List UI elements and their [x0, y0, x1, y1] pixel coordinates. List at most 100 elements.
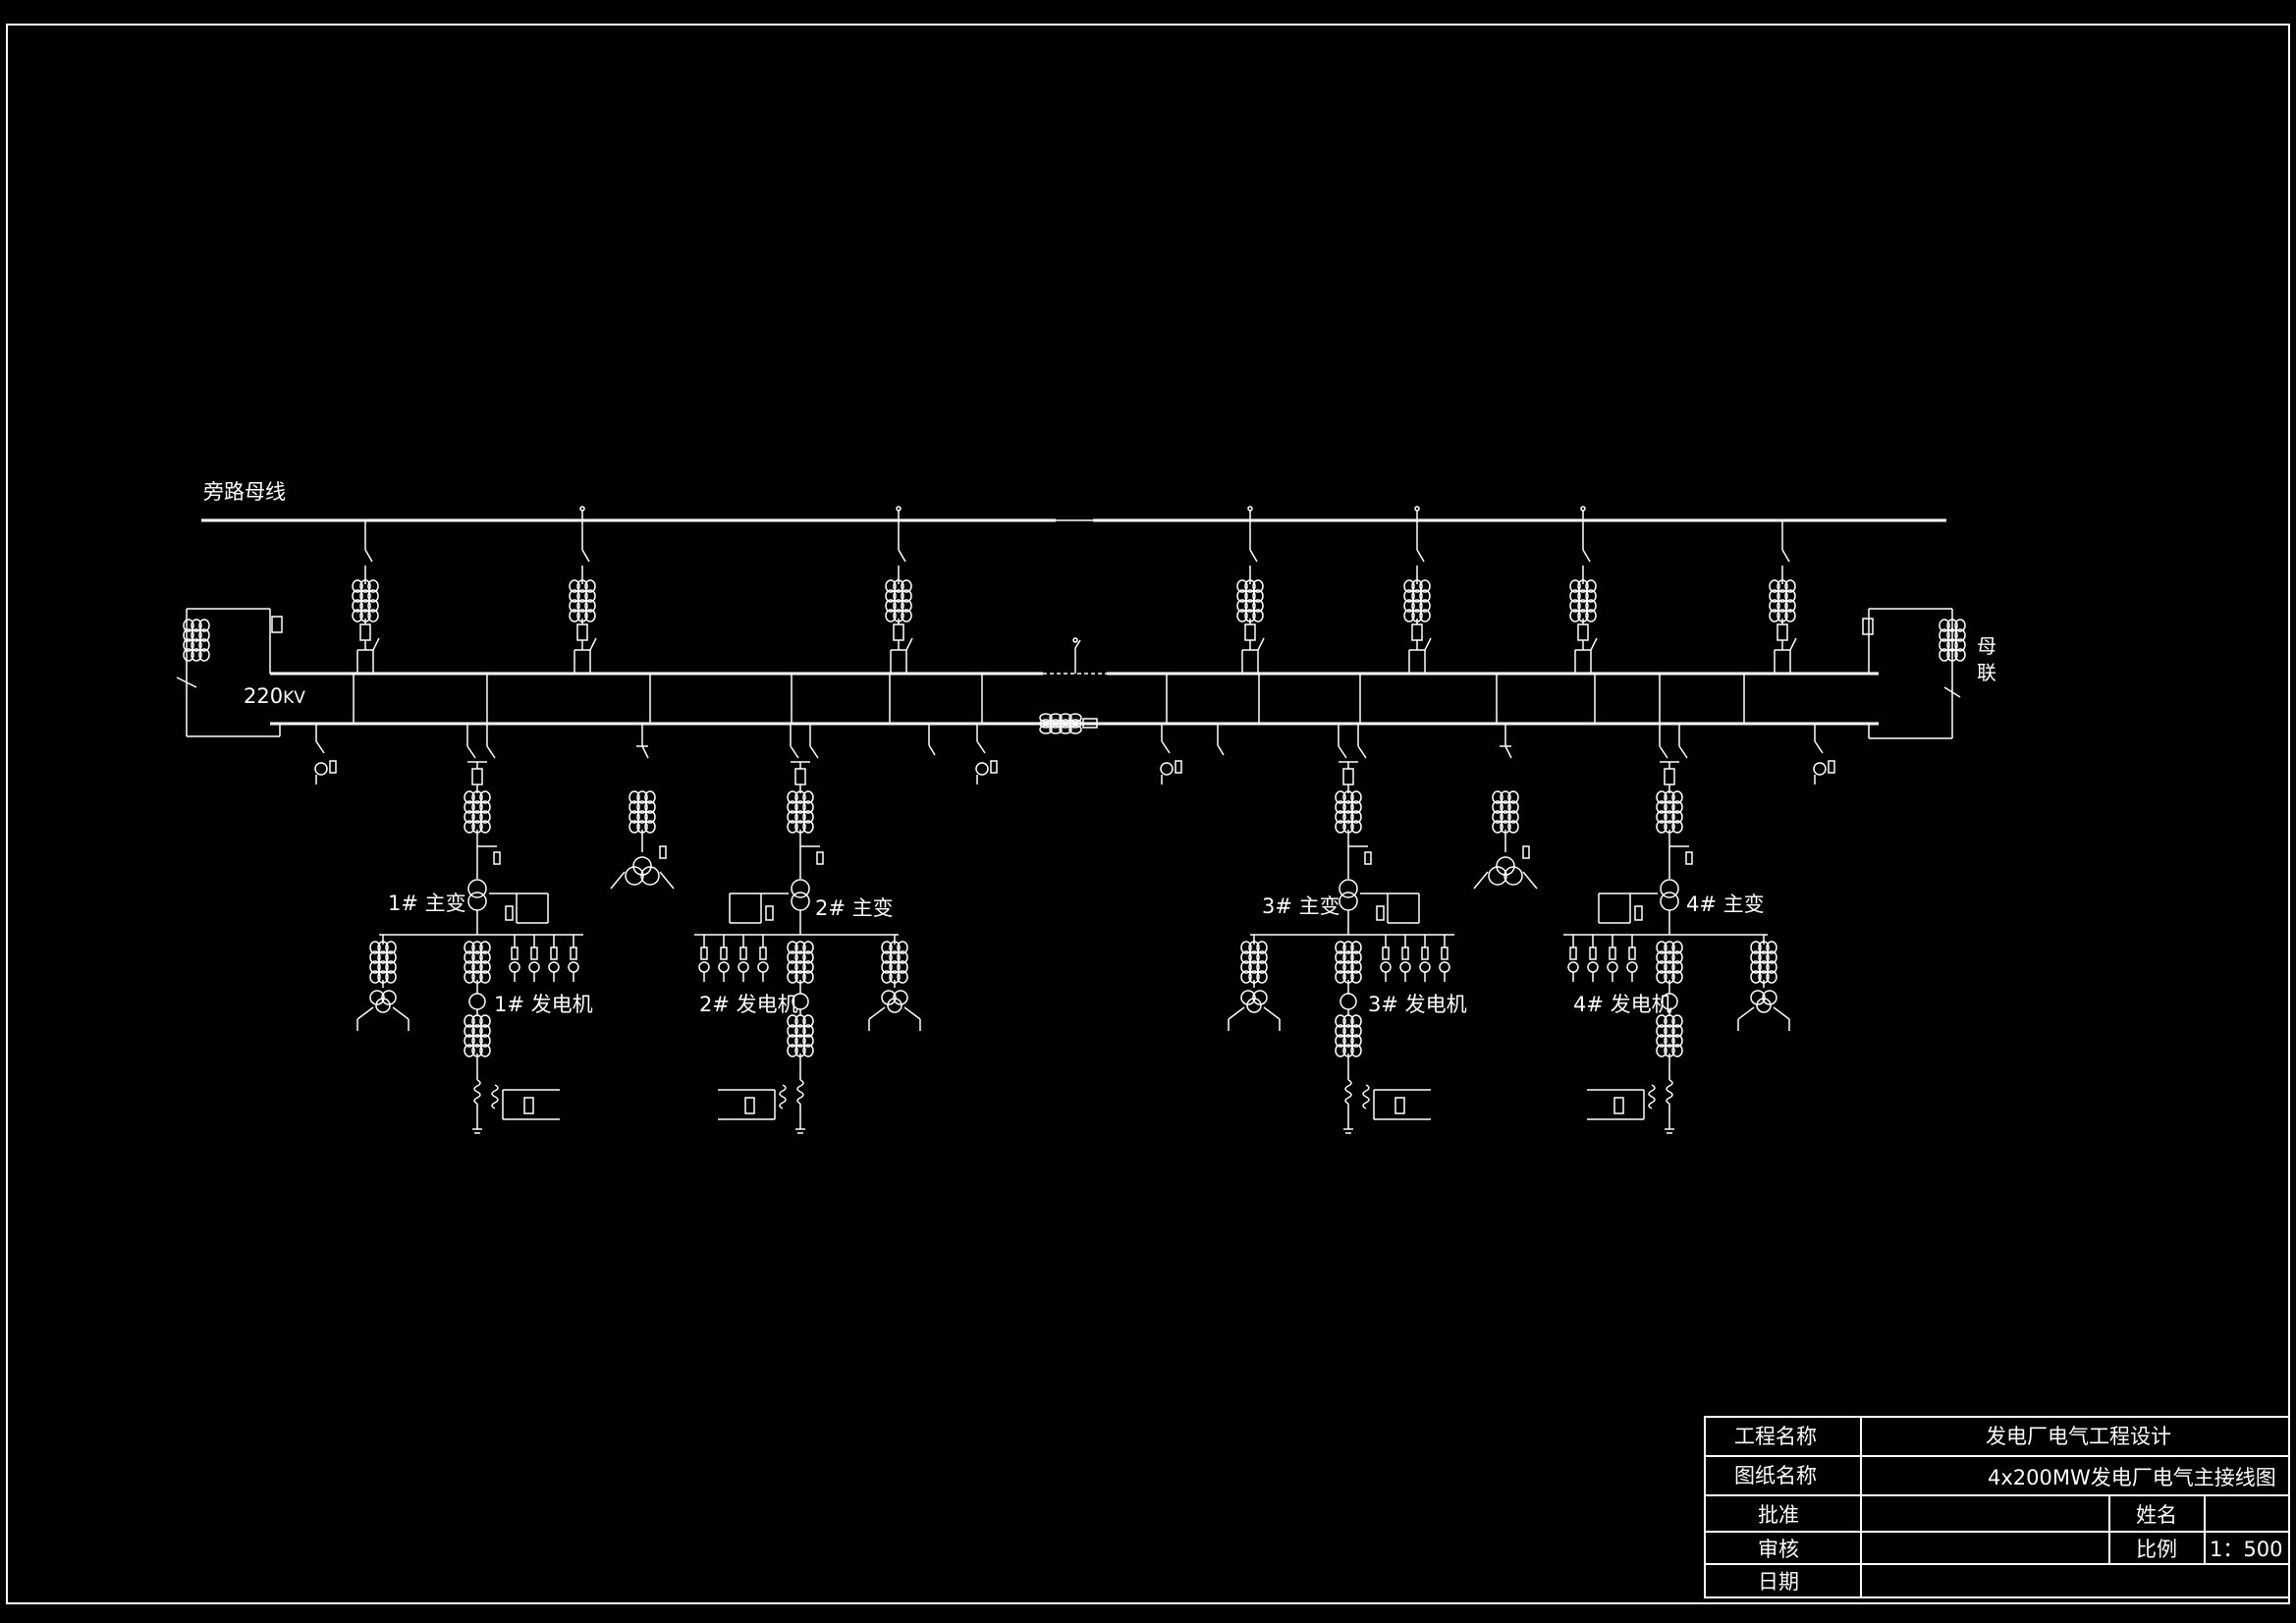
- ct-coil: [479, 800, 491, 814]
- ct-coil: [1939, 619, 1950, 632]
- ct-coil: [794, 941, 806, 954]
- ct-coil: [1335, 1044, 1346, 1057]
- ct-coil: [1350, 1044, 1362, 1057]
- tb-project-label: 工程名称: [1734, 1425, 1817, 1448]
- arrester-symbol: [1175, 760, 1182, 774]
- ct-coil: [1664, 810, 1675, 824]
- ct-coil: [191, 619, 202, 632]
- ct-coil: [479, 1044, 491, 1057]
- ct-coil: [1335, 1024, 1346, 1038]
- current-transformer-symbol: [1240, 941, 1268, 984]
- ct-coil: [1492, 810, 1503, 824]
- ct-coil: [1784, 579, 1796, 593]
- arrester-symbol: [1685, 851, 1693, 865]
- ct-coil: [1946, 628, 1958, 642]
- current-transformer-symbol: [464, 941, 491, 984]
- ct-coil: [787, 970, 798, 984]
- aux-transformer-symbol: [1750, 990, 1766, 1005]
- ct-coil: [1954, 648, 1966, 662]
- pt-symbol: [568, 961, 579, 973]
- ct-coil: [1252, 599, 1264, 613]
- ct-coil: [479, 941, 491, 954]
- tb-review-label: 审核: [1758, 1538, 1799, 1561]
- voltage-transformer-symbol: [314, 762, 328, 776]
- ct-coil: [377, 960, 389, 974]
- generator-units: [356, 724, 1790, 1134]
- pt-symbol: [1626, 961, 1638, 973]
- ct-coil: [1068, 725, 1082, 734]
- grounding-resistor-symbol: [1613, 1097, 1624, 1114]
- current-transformer-symbol: [1335, 941, 1362, 984]
- ct-coil: [1671, 950, 1683, 964]
- ct-coil: [1750, 941, 1762, 954]
- ct-coil: [471, 800, 483, 814]
- ct-coil: [1777, 589, 1788, 603]
- ct-coil: [1671, 960, 1683, 974]
- ct-coil: [1342, 1014, 1354, 1028]
- arrester-symbol: [1364, 851, 1372, 865]
- ct-coil: [1335, 810, 1346, 824]
- ct-coil: [471, 1024, 483, 1038]
- ct-coil: [464, 1014, 475, 1028]
- schematic-stroke: [364, 549, 373, 563]
- ct-coil: [1671, 941, 1683, 954]
- schematic-stroke: [1737, 1006, 1755, 1020]
- main-transformer-symbol: [791, 892, 810, 911]
- arrester-symbol: [739, 947, 747, 960]
- ct-coil: [1671, 1014, 1683, 1028]
- grounding-resistor-symbol: [523, 1097, 534, 1114]
- bus-section-switch: [1043, 637, 1107, 675]
- arrester-symbol: [570, 947, 577, 960]
- ct-coil: [1248, 941, 1260, 954]
- ct-coil: [464, 960, 475, 974]
- arrester-symbol: [1401, 947, 1409, 960]
- schematic-stroke: [1161, 740, 1171, 754]
- ct-coil: [802, 970, 814, 984]
- ct-coil: [1342, 810, 1354, 824]
- unit-1-generator-label: 1# 发电机: [494, 993, 593, 1016]
- arrester-symbol: [720, 947, 728, 960]
- grounding-resistor-symbol: [1376, 905, 1385, 921]
- arrester-symbol: [1569, 947, 1577, 960]
- circuit-breaker-symbol: [471, 768, 483, 785]
- bypass-bus-label: 旁路母线: [203, 480, 286, 504]
- ct-coil: [1664, 790, 1675, 804]
- ct-coil: [1585, 589, 1597, 603]
- main-transformer-symbol: [467, 879, 487, 898]
- terminal-dot: [1247, 506, 1253, 512]
- ct-coil: [1939, 628, 1950, 642]
- arrester-symbol: [493, 851, 501, 865]
- ct-coil: [794, 1024, 806, 1038]
- unit-3-transformer-label: 3# 主变: [1262, 894, 1340, 918]
- ct-coil: [897, 960, 908, 974]
- current-transformer-symbol: [1492, 790, 1519, 834]
- aux-transformer-symbol: [381, 990, 397, 1005]
- pt-symbol: [757, 961, 769, 973]
- schematic-stroke: [1338, 745, 1347, 759]
- ct-coil: [369, 970, 381, 984]
- ct-coil: [1419, 609, 1431, 622]
- station-transformer-symbol: [632, 856, 652, 876]
- ct-coil: [359, 589, 371, 603]
- ct-coil: [901, 599, 912, 613]
- aux-transformer-symbol: [893, 990, 908, 1005]
- ct-coil: [1656, 820, 1667, 834]
- ct-coil: [1671, 790, 1683, 804]
- ct-coil: [183, 628, 194, 642]
- schematic-stroke: [1582, 549, 1591, 563]
- ct-coil: [1758, 950, 1770, 964]
- secondary-coil-symbol: [779, 1084, 787, 1109]
- ct-coil: [893, 579, 904, 593]
- ct-coil: [1766, 960, 1777, 974]
- circuit-breaker-symbol: [1577, 623, 1589, 641]
- grounding-resistor-symbol: [1634, 905, 1643, 921]
- ct-coil: [1577, 599, 1589, 613]
- ct-coil: [1954, 628, 1966, 642]
- ct-coil: [1350, 1034, 1362, 1048]
- schematic-stroke: [928, 744, 936, 756]
- ct-coil: [1059, 719, 1072, 729]
- ct-coil: [359, 579, 371, 593]
- grounding-resistor-symbol: [1394, 1097, 1405, 1114]
- unit-1-transformer-label: 1# 主变: [388, 892, 466, 915]
- current-transformer-symbol: [352, 579, 379, 622]
